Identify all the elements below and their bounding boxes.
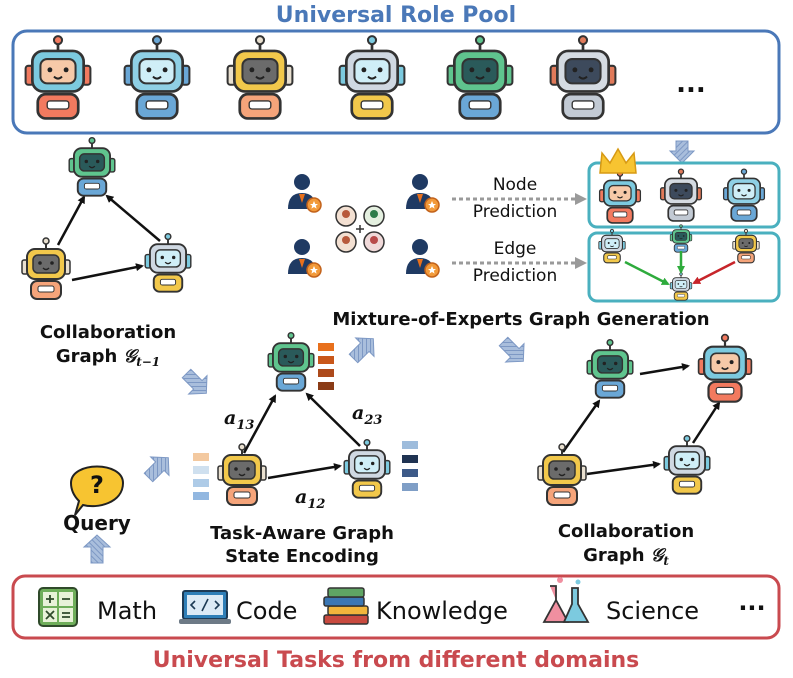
flow-arrows <box>82 336 525 564</box>
edgebox-robot-target <box>669 272 693 301</box>
edge-weight-a23: a23 <box>352 402 382 428</box>
next-node-bottom-left <box>537 443 587 506</box>
moe-title: Mixture-of-Experts Graph Generation <box>332 309 709 330</box>
encoding-line2: State Encoding <box>225 546 379 567</box>
tasks-title: Universal Tasks from different domains <box>153 648 640 673</box>
task-code: Code <box>236 597 297 625</box>
encoding-graph <box>242 392 361 480</box>
pool-robot-5 <box>446 35 514 120</box>
expert-icon <box>406 174 440 213</box>
nodebox-robot-1 <box>598 170 642 224</box>
query-icon: ? <box>69 465 125 516</box>
nodebox-robot-3 <box>722 168 766 222</box>
collab-prev-line1: Collaboration <box>40 322 176 343</box>
collaboration-graph-prev <box>56 194 161 282</box>
flow-arrow-moe-to-next <box>498 336 525 363</box>
flask-icon <box>542 577 590 623</box>
edgebox-robot-1 <box>598 228 626 264</box>
svg-text:?: ? <box>90 471 104 499</box>
expert-icon <box>288 174 322 213</box>
expert-icon <box>288 239 322 278</box>
encoding-node-top <box>267 331 315 392</box>
role-pool-robots <box>24 35 617 120</box>
edge-green-left <box>624 260 670 286</box>
encoding-node-left <box>217 443 267 506</box>
collab-next-line1: Collaboration <box>558 521 694 542</box>
node-pred-line1: Node <box>493 175 537 195</box>
nodebox-robot-2 <box>659 168 703 222</box>
edge-weight-a13: a13 <box>224 407 254 433</box>
prev-node-right <box>144 232 192 293</box>
pool-robot-2 <box>123 35 191 120</box>
prev-node-top <box>68 136 116 197</box>
edge-red-right <box>692 260 736 285</box>
code-icon <box>179 590 231 624</box>
crown-icon <box>599 147 637 174</box>
moe-experts <box>288 174 440 278</box>
expert-icon <box>406 239 440 278</box>
math-icon <box>38 587 78 627</box>
flow-arrow-query-to-encoding <box>143 456 170 483</box>
task-science: Science <box>606 597 699 625</box>
task-ellipsis: ··· <box>738 594 765 622</box>
pool-robot-4 <box>338 35 406 120</box>
flow-arrow-prev-to-encoding <box>181 368 208 395</box>
task-math: Math <box>97 597 157 625</box>
next-node-top-left <box>586 338 634 399</box>
flow-arrow-encoding-to-moe <box>348 337 375 364</box>
next-node-bottom-right <box>663 434 711 495</box>
pool-robot-6 <box>549 35 617 120</box>
prev-node-left <box>21 237 71 300</box>
edge-pred-line2: Prediction <box>473 266 557 286</box>
query-label: Query <box>63 511 131 535</box>
encoding-line1: Task-Aware Graph <box>210 523 394 544</box>
collaboration-graph-next <box>561 363 721 476</box>
role-pool-ellipsis: ... <box>676 69 706 99</box>
edge-pred-line1: Edge <box>494 239 537 259</box>
feature-vector-right <box>402 441 418 491</box>
pool-down-arrow <box>668 140 696 164</box>
next-node-top-right <box>697 333 753 403</box>
edgebox-robot-2 <box>669 224 693 253</box>
pool-robot-3 <box>226 35 294 120</box>
gating-cluster <box>335 205 385 253</box>
flow-arrow-task-to-query <box>82 534 112 564</box>
role-pool-title: Universal Role Pool <box>276 3 516 28</box>
node-pred-line2: Prediction <box>473 202 557 222</box>
feature-vector-top <box>318 343 334 390</box>
feature-vector-left <box>193 453 209 500</box>
pool-robot-1 <box>24 35 92 120</box>
encoding-node-right <box>343 438 391 499</box>
books-icon <box>323 587 369 625</box>
edgebox-robot-3 <box>732 228 760 264</box>
edge-weight-a12: a12 <box>295 486 325 512</box>
task-knowledge: Knowledge <box>376 597 508 625</box>
